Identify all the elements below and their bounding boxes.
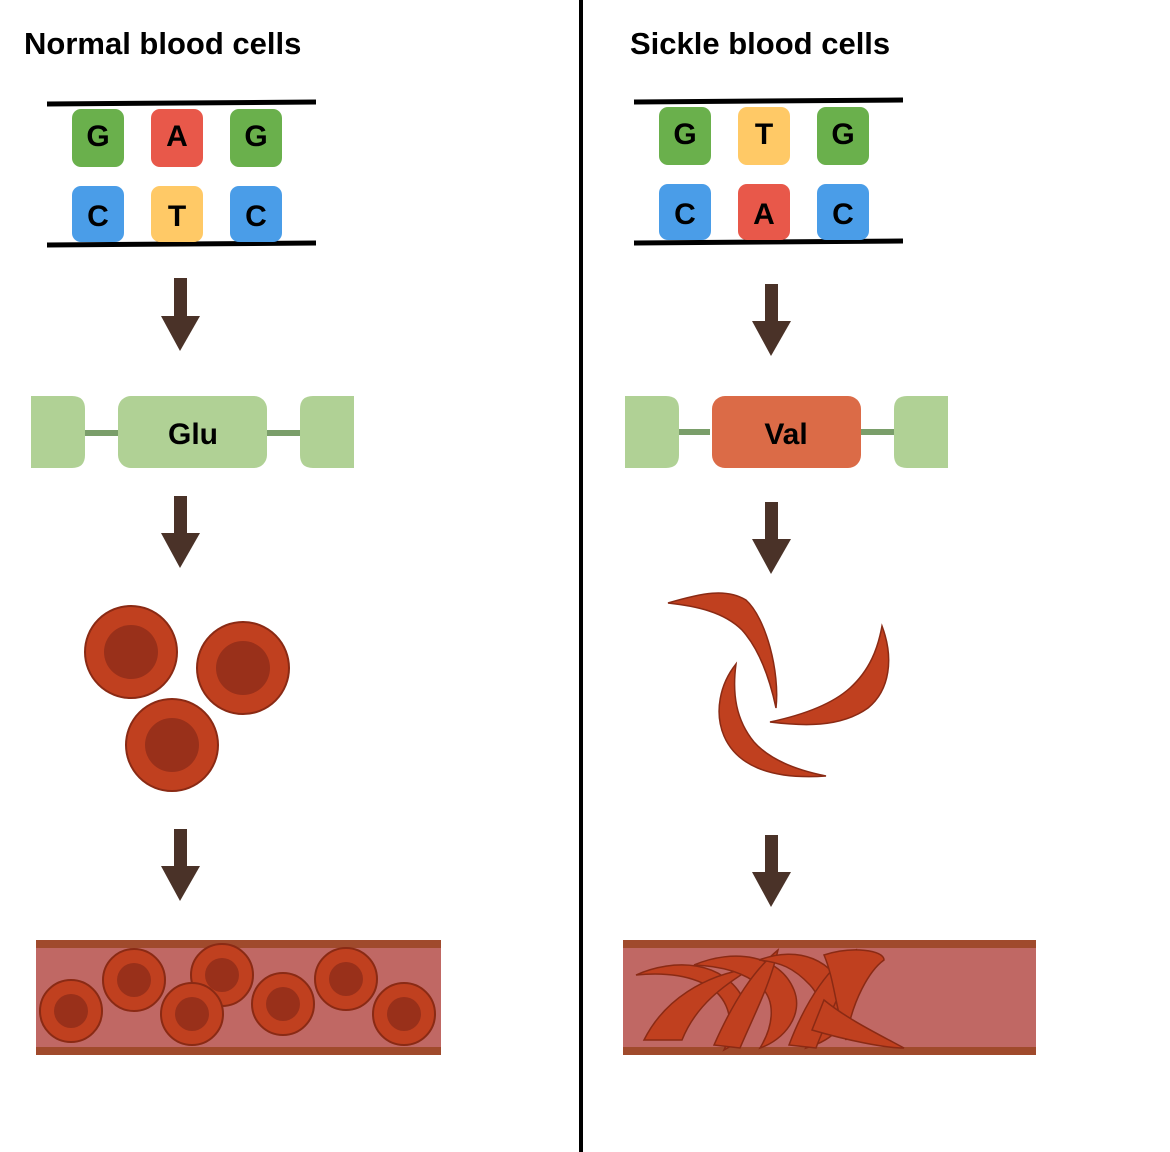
sickle-blood-vessel	[623, 940, 1036, 1055]
base-letter: A	[166, 120, 188, 153]
down-arrow-icon	[161, 496, 200, 568]
base-letter: T	[755, 118, 773, 151]
base-tile: G	[817, 107, 869, 165]
base-tile: C	[72, 186, 124, 242]
dna-strand-top	[46, 99, 317, 107]
base-tile: T	[151, 186, 203, 242]
down-arrow-icon	[161, 829, 200, 901]
base-tile: C	[230, 186, 282, 242]
sickle-cell	[712, 948, 780, 1049]
base-tile: G	[230, 109, 282, 167]
base-tile: A	[151, 109, 203, 167]
neighbor-residue	[300, 396, 354, 468]
sickle-cell	[718, 661, 827, 778]
normal-panel: Normal blood cells G A G C T C	[0, 0, 580, 1152]
val-residue	[712, 396, 861, 468]
sickle-panel: Sickle blood cells G T G C A C	[584, 0, 1164, 1152]
down-arrow-icon	[752, 502, 791, 574]
neighbor-residue	[625, 396, 679, 468]
base-tile: T	[738, 107, 790, 165]
normal-dna: G A G C T C	[46, 99, 317, 248]
red-cell	[251, 972, 315, 1036]
base-letter: A	[753, 198, 775, 231]
base-letter: G	[673, 118, 696, 151]
sickle-protein-chain: Val	[625, 396, 948, 468]
sickle-cells	[667, 592, 890, 778]
red-cell	[125, 698, 219, 792]
sickle-cell	[810, 998, 905, 1049]
base-letter: C	[674, 198, 696, 231]
down-arrow-icon	[752, 284, 791, 356]
base-letter: G	[86, 120, 109, 153]
base-tile: C	[817, 184, 869, 240]
panel-divider	[579, 0, 583, 1152]
sickle-cell-clump	[635, 948, 905, 1052]
dna-strand-bottom	[633, 238, 904, 246]
base-letter: C	[832, 198, 854, 231]
normal-protein-chain: Glu	[31, 396, 354, 468]
red-cell	[196, 621, 290, 715]
dna-strand-bottom	[46, 240, 317, 248]
base-letter: C	[245, 200, 267, 233]
dna-strand-top	[633, 97, 904, 105]
red-cell	[190, 943, 254, 1007]
red-cell	[102, 948, 166, 1012]
neighbor-residue	[31, 396, 85, 468]
neighbor-residue	[894, 396, 948, 468]
base-tile: G	[659, 107, 711, 165]
normal-blood-vessel	[36, 940, 441, 1055]
sickle-title: Sickle blood cells	[630, 26, 891, 61]
base-tile: C	[659, 184, 711, 240]
normal-title: Normal blood cells	[24, 26, 302, 61]
normal-red-cells	[84, 605, 290, 792]
sickle-cell	[667, 592, 778, 709]
normal-diagram: G A G C T C Glu	[31, 99, 441, 1055]
base-letter: G	[244, 120, 267, 153]
base-letter: G	[831, 118, 854, 151]
down-arrow-icon	[752, 835, 791, 907]
sickle-dna: G T G C A C	[633, 97, 904, 246]
red-cell	[84, 605, 178, 699]
glu-residue	[118, 396, 267, 468]
base-tile: A	[738, 184, 790, 240]
amino-acid-label: Val	[764, 418, 807, 451]
red-cell	[372, 982, 436, 1046]
sickle-cell	[822, 949, 885, 1041]
red-cell	[39, 979, 103, 1043]
sickle-cell	[769, 623, 890, 726]
base-letter: T	[168, 200, 186, 233]
red-cell	[314, 947, 378, 1011]
base-letter: C	[87, 200, 109, 233]
down-arrow-icon	[161, 278, 200, 351]
base-tile: G	[72, 109, 124, 167]
amino-acid-label: Glu	[168, 418, 218, 451]
sickle-diagram: G T G C A C Val	[623, 97, 1036, 1055]
red-cell	[160, 982, 224, 1046]
